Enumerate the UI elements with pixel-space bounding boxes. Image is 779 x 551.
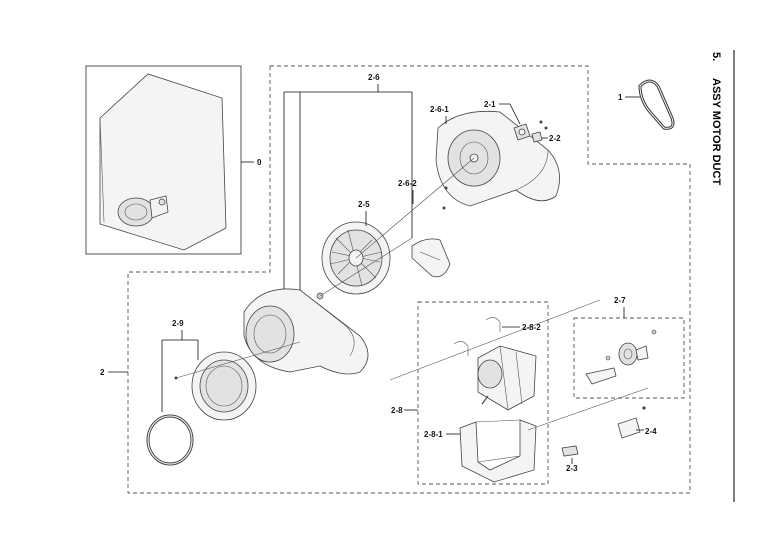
- motor-assy-box: [417, 301, 549, 485]
- label-2-6-1: 2-6-1: [430, 105, 449, 114]
- label-2-8: 2-8: [391, 406, 403, 415]
- label-2-8-1: 2-8-1: [424, 430, 443, 439]
- idler-pulley: [585, 329, 657, 385]
- label-2-2: 2-2: [549, 134, 561, 143]
- label-2-4: 2-4: [645, 427, 657, 436]
- label-2-6: 2-6: [368, 73, 380, 82]
- motor-switch: [617, 406, 646, 439]
- assembly-2-outline: [127, 65, 691, 494]
- duct-ring: [191, 351, 257, 421]
- fan-impeller: [321, 221, 391, 295]
- motor-clips: [453, 317, 501, 356]
- label-2-3: 2-3: [566, 464, 578, 473]
- gasket-ring: [146, 414, 194, 466]
- screw-part: [531, 120, 548, 143]
- label-2-7: 2-7: [614, 296, 626, 305]
- duct-cover-top: [435, 111, 560, 207]
- idler-assy-box: [573, 317, 685, 399]
- label-0: 0: [257, 158, 262, 167]
- label-2-1: 2-1: [484, 100, 496, 109]
- section-title: ASSY MOTOR DUCT: [710, 78, 722, 185]
- belt-part: [638, 79, 675, 130]
- label-2-9: 2-9: [172, 319, 184, 328]
- label-2-6-2: 2-6-2: [398, 179, 417, 188]
- motor-bracket: [459, 419, 537, 483]
- duct-housing-lower: [243, 288, 369, 375]
- label-2-5: 2-5: [358, 200, 370, 209]
- assembly-0-illustration: [99, 73, 227, 251]
- assembly-box-0: [85, 65, 242, 255]
- label-2: 2: [100, 368, 105, 377]
- duct-seal-part: [411, 238, 451, 278]
- clip-part: [561, 445, 579, 457]
- label-2-8-2: 2-8-2: [522, 323, 541, 332]
- assembly-axis: [175, 157, 649, 431]
- drive-motor: [477, 345, 537, 411]
- label-1: 1: [618, 93, 623, 102]
- section-number: 5.: [710, 52, 722, 61]
- sensor-bracket: [513, 123, 531, 141]
